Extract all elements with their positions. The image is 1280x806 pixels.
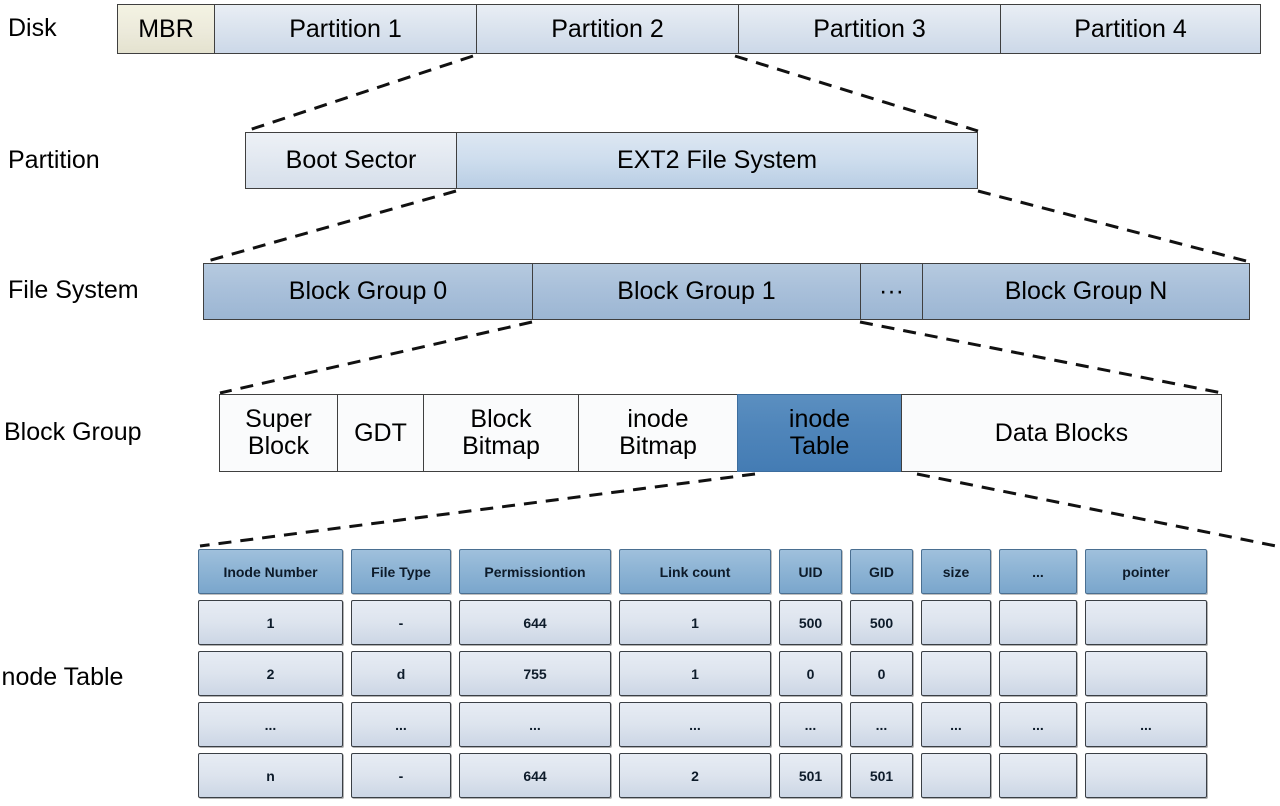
bg-cell-inode-table[interactable]: inode Table [737, 394, 901, 472]
row-label-file-system: File System [8, 276, 139, 304]
inode-cell-link-count: 1 [619, 651, 771, 696]
disk-cell-partition-2[interactable]: Partition 2 [476, 4, 738, 54]
inode-header-ellipsis: ... [999, 549, 1077, 594]
inode-cell-pointer [1085, 600, 1207, 645]
inode-header-file-type: File Type [351, 549, 451, 594]
disk-cell-partition-3[interactable]: Partition 3 [738, 4, 1000, 54]
inode-cell-uid: ... [779, 702, 842, 747]
inode-cell-pointer: ... [1085, 702, 1207, 747]
inode-cell-inode-number: ... [198, 702, 343, 747]
bg-cell-super-block[interactable]: Super Block [219, 394, 337, 472]
disk-cell-partition-1[interactable]: Partition 1 [214, 4, 476, 54]
fs-cell-block-group-n[interactable]: Block Group N [922, 263, 1250, 320]
inode-cell-permission: 644 [459, 600, 611, 645]
inode-header-inode-number: Inode Number [198, 549, 343, 594]
inode-table-header-row: Inode Number File Type Permissiontion Li… [198, 549, 1278, 594]
row-label-partition: Partition [8, 146, 100, 174]
inode-cell-uid: 501 [779, 753, 842, 798]
bg-cell-block-bitmap[interactable]: Block Bitmap [423, 394, 578, 472]
inode-cell-uid: 0 [779, 651, 842, 696]
partition-cell-boot-sector[interactable]: Boot Sector [245, 132, 456, 189]
partition-cell-ext2-file-system[interactable]: EXT2 File System [456, 132, 978, 189]
inode-cell-uid: 500 [779, 600, 842, 645]
inode-cell-ellipsis: ... [999, 702, 1077, 747]
inode-header-size: size [921, 549, 991, 594]
inode-table-row: n - 644 2 501 501 [198, 753, 1278, 798]
inode-cell-pointer [1085, 651, 1207, 696]
disk-band: MBR Partition 1 Partition 2 Partition 3 … [117, 4, 1261, 54]
inode-cell-file-type: - [351, 600, 451, 645]
inode-cell-link-count: 2 [619, 753, 771, 798]
inode-cell-gid: 500 [850, 600, 913, 645]
disk-cell-partition-4[interactable]: Partition 4 [1000, 4, 1261, 54]
inode-cell-ellipsis [999, 651, 1077, 696]
inode-header-gid: GID [850, 549, 913, 594]
partition-band: Boot Sector EXT2 File System [245, 132, 978, 189]
inode-cell-permission: 644 [459, 753, 611, 798]
inode-cell-ellipsis [999, 753, 1077, 798]
fs-cell-ellipsis: ··· [860, 263, 922, 320]
inode-cell-permission: ... [459, 702, 611, 747]
bg-cell-inode-bitmap[interactable]: inode Bitmap [578, 394, 737, 472]
inode-cell-file-type: - [351, 753, 451, 798]
bg-cell-gdt[interactable]: GDT [337, 394, 423, 472]
fs-cell-block-group-0[interactable]: Block Group 0 [203, 263, 532, 320]
inode-cell-file-type: d [351, 651, 451, 696]
row-label-inode-table: inode Table [0, 663, 124, 691]
inode-table-row: ... ... ... ... ... ... ... ... ... [198, 702, 1278, 747]
inode-table-row: 1 - 644 1 500 500 [198, 600, 1278, 645]
inode-cell-pointer [1085, 753, 1207, 798]
inode-header-permission: Permissiontion [459, 549, 611, 594]
inode-cell-link-count: ... [619, 702, 771, 747]
inode-cell-inode-number: n [198, 753, 343, 798]
fs-cell-block-group-1[interactable]: Block Group 1 [532, 263, 860, 320]
file-system-band: Block Group 0 Block Group 1 ··· Block Gr… [203, 263, 1250, 320]
inode-header-pointer: pointer [1085, 549, 1207, 594]
inode-header-link-count: Link count [619, 549, 771, 594]
inode-cell-ellipsis [999, 600, 1077, 645]
inode-cell-size [921, 753, 991, 798]
inode-cell-inode-number: 2 [198, 651, 343, 696]
row-label-disk: Disk [8, 14, 57, 42]
inode-cell-size: ... [921, 702, 991, 747]
inode-cell-gid: ... [850, 702, 913, 747]
row-label-block-group: Block Group [4, 418, 142, 446]
inode-table-grid: Inode Number File Type Permissiontion Li… [198, 549, 1278, 804]
bg-cell-data-blocks[interactable]: Data Blocks [901, 394, 1222, 472]
inode-cell-link-count: 1 [619, 600, 771, 645]
inode-cell-file-type: ... [351, 702, 451, 747]
block-group-band: Super Block GDT Block Bitmap inode Bitma… [219, 394, 1222, 472]
inode-header-uid: UID [779, 549, 842, 594]
inode-cell-size [921, 600, 991, 645]
inode-cell-gid: 501 [850, 753, 913, 798]
inode-cell-inode-number: 1 [198, 600, 343, 645]
inode-cell-permission: 755 [459, 651, 611, 696]
disk-cell-mbr[interactable]: MBR [117, 4, 214, 54]
inode-table-row: 2 d 755 1 0 0 [198, 651, 1278, 696]
inode-cell-size [921, 651, 991, 696]
inode-cell-gid: 0 [850, 651, 913, 696]
